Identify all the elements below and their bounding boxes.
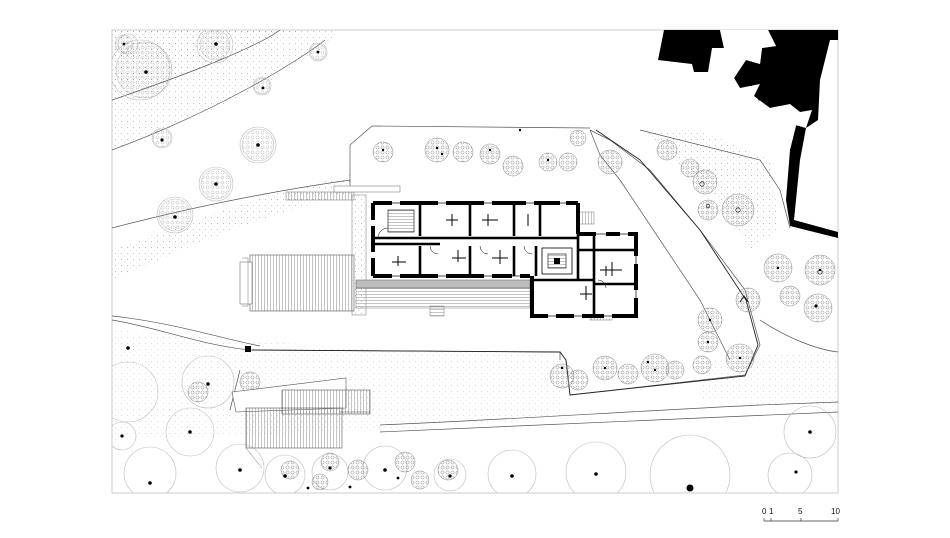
scale-tick-label: 1 bbox=[769, 507, 774, 516]
terrace-pergola bbox=[285, 185, 613, 321]
neighbour-courtyards bbox=[712, 30, 812, 128]
gate-post bbox=[245, 346, 251, 352]
neighbour-buildings bbox=[658, 30, 838, 238]
scale-tick-label: 10 bbox=[831, 507, 840, 516]
main-building-plan bbox=[370, 200, 639, 319]
window-glazing bbox=[392, 202, 637, 317]
scale-tick-label: 0 bbox=[762, 507, 767, 516]
room-partitions bbox=[392, 214, 622, 300]
small-tree-rings bbox=[699, 181, 823, 275]
barn-structures bbox=[231, 377, 371, 469]
scale-bar: 0 1 5 10 bbox=[762, 507, 840, 522]
staircase bbox=[387, 209, 573, 275]
tree-canopies bbox=[112, 30, 837, 493]
west-annex bbox=[239, 254, 355, 312]
path-marker bbox=[739, 295, 749, 303]
interior-walls bbox=[373, 203, 636, 316]
door-swings bbox=[377, 227, 607, 289]
scale-tick-label: 5 bbox=[798, 507, 803, 516]
tree-trunks bbox=[120, 42, 822, 492]
